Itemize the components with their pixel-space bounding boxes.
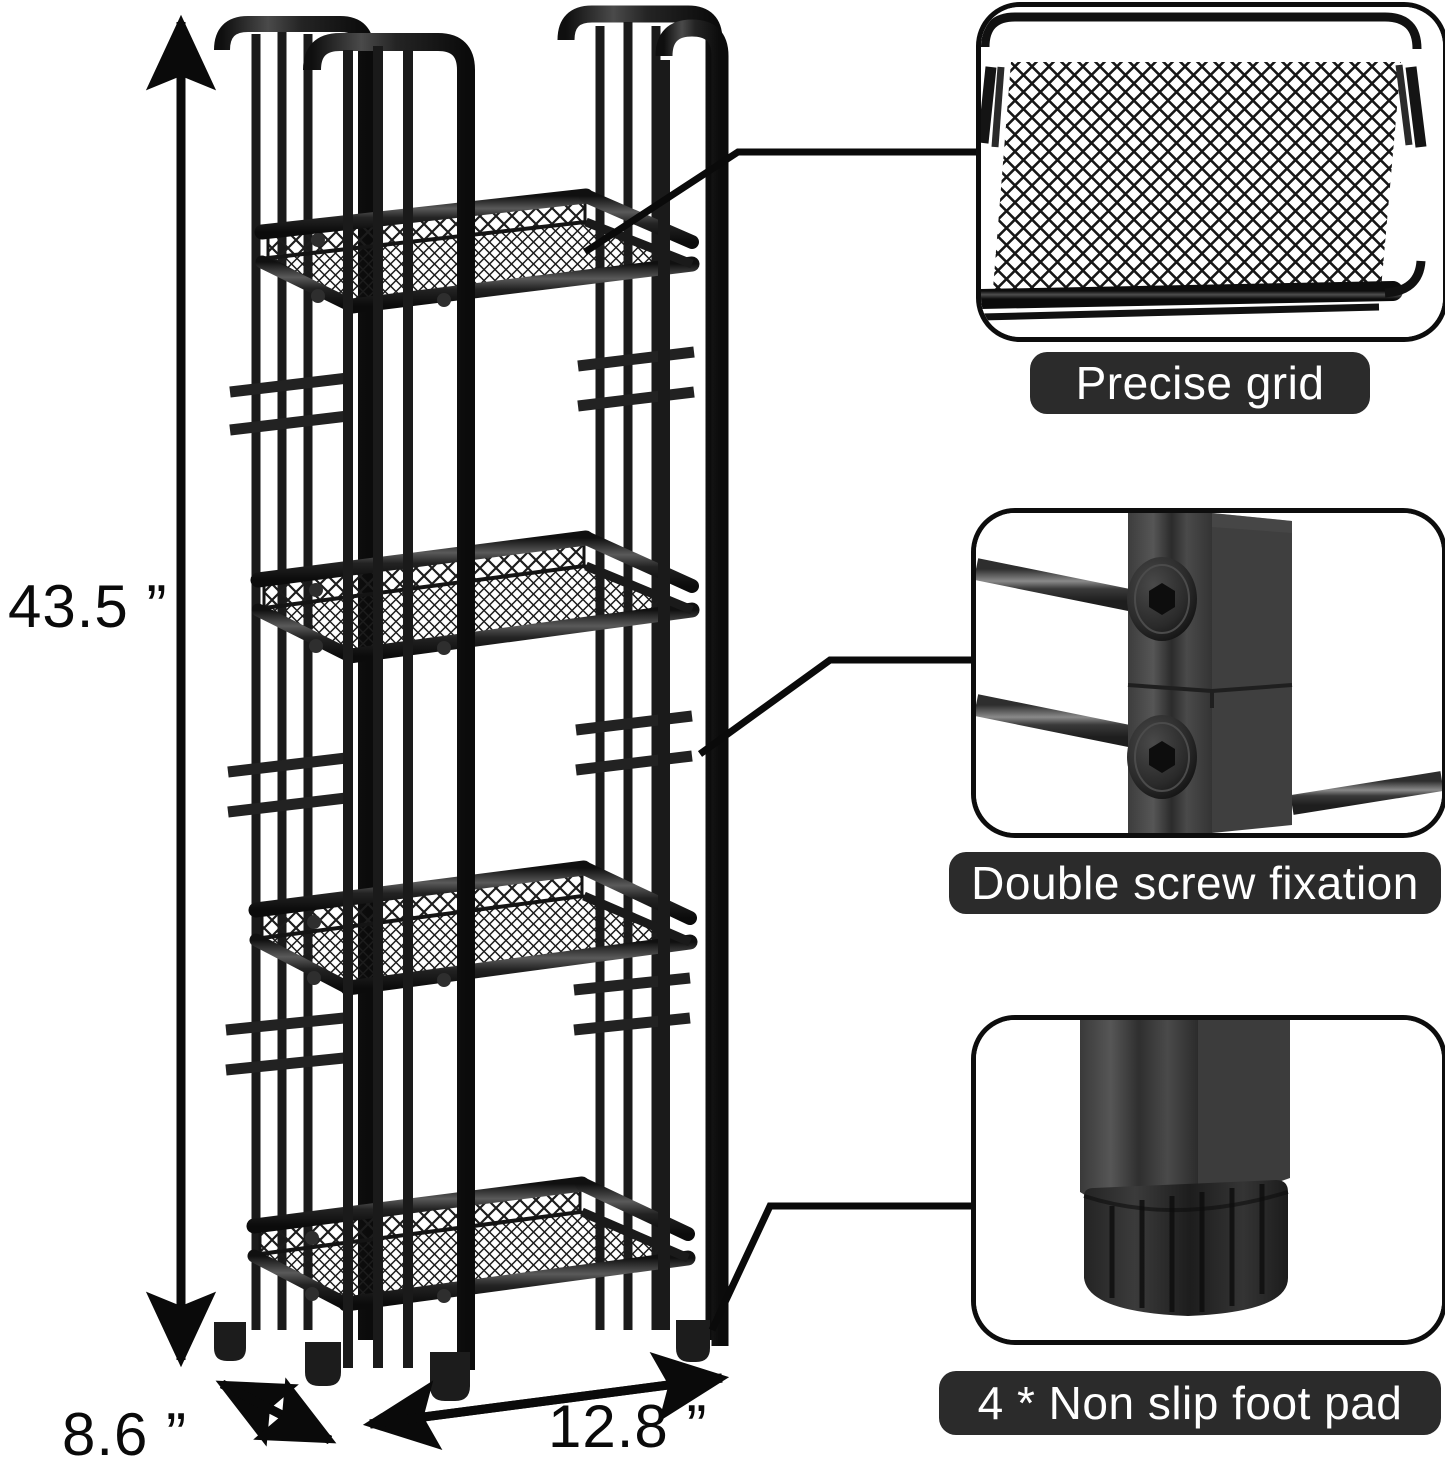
- dimension-label-depth: 8.6 ”: [62, 1401, 188, 1468]
- callout-label-non-slip-foot-pad: 4 * Non slip foot pad: [939, 1371, 1441, 1435]
- leader-line-foot: [708, 1202, 971, 1332]
- foot-pads: [214, 1320, 710, 1401]
- shelf-3: [248, 860, 698, 996]
- frame-left-front: [303, 33, 475, 1370]
- detail-panel-precise-grid: [976, 2, 1445, 342]
- callout-label-double-screw-fixation: Double screw fixation: [949, 852, 1441, 914]
- mesh-closeup-image: [981, 7, 1443, 337]
- dimension-label-width: 12.8 ”: [548, 1393, 708, 1460]
- shelf-2: [250, 530, 700, 664]
- shelf-1: [254, 188, 700, 314]
- foot-pad-closeup-image: [976, 1020, 1442, 1340]
- leader-line-screw: [697, 656, 971, 757]
- frame-right-front: [655, 19, 729, 1346]
- dimension-arrow-depth: [215, 1377, 337, 1447]
- shelf-4: [246, 1176, 696, 1312]
- side-rails-right: [573, 346, 695, 1036]
- side-rails-left: [225, 372, 349, 1076]
- frame-right-rear: [557, 5, 723, 1340]
- leader-line-grid: [583, 148, 976, 255]
- dimension-label-height: 43.5 ”: [8, 573, 168, 640]
- pad-ribs: [1109, 1184, 1265, 1312]
- screw-lower: [1127, 715, 1197, 799]
- detail-panel-double-screw: [971, 508, 1445, 838]
- frame-left-rear: [214, 16, 374, 1340]
- rack-body: [214, 5, 729, 1401]
- detail-panel-foot-pad: [971, 1015, 1445, 1345]
- screw-upper: [1127, 557, 1197, 641]
- callout-label-precise-grid: Precise grid: [1030, 352, 1370, 414]
- screw-closeup-image: [976, 513, 1442, 833]
